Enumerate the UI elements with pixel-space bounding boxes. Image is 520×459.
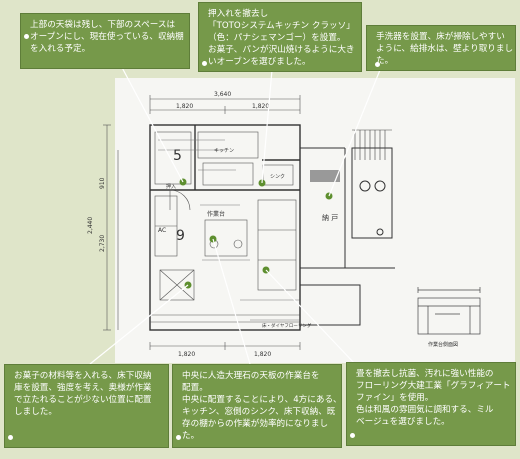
dim-total-width: 3,640 <box>214 91 231 98</box>
room-9: 9 <box>176 228 185 244</box>
callout-top-center: 押入れを撤去し 「TOTOシステムキッチン クラッソ」 （色：パナシェマンゴー）… <box>198 2 362 72</box>
callout-line: 存の棚からの作業が効率的になりまし <box>182 419 329 429</box>
plan-paper <box>115 78 515 363</box>
callout-line: ファイン」を使用。 <box>356 393 434 403</box>
label-elevation: 作業台側面図 <box>428 341 458 348</box>
right-plan <box>299 147 395 326</box>
callout-line: フローリング大建工業「グラフィアート <box>356 381 511 391</box>
bullet-dot <box>375 62 380 67</box>
dim-left-height-2: 2,730 <box>99 235 106 252</box>
callout-bottom-center: 中央に人造大理石の天板の作業台を 配置。 中央に配置することにより、4方にある、… <box>172 364 342 448</box>
callout-line: 上部の天袋は残し、下部のスペースは <box>30 20 176 30</box>
dimension-lines <box>103 95 301 350</box>
callout-line: た。 <box>376 56 394 66</box>
callout-line: で立たれることが少ない位置に配置 <box>14 395 152 405</box>
plan-walls <box>149 124 301 331</box>
callout-line: 中央に人造大理石の天板の作業台を <box>182 371 320 381</box>
callout-line: ベージュを選びました。 <box>356 417 450 427</box>
callout-line: お菓子の材料等を入れる、床下収納 <box>14 371 152 381</box>
callout-line: 庫を設置、強度を考え、奥様が作業 <box>14 383 152 393</box>
label-oshiire: 押入 <box>166 183 176 190</box>
bullet-dot <box>350 433 355 438</box>
callout-line: 色は和風の雰囲気に調和する、ミル <box>356 405 494 415</box>
callout-line: しました。 <box>14 407 57 417</box>
dim-left-height: 2,440 <box>87 217 94 234</box>
dim-bottom-right: 1,820 <box>254 351 271 358</box>
dim-bottom-left: 1,820 <box>178 351 195 358</box>
room-5: 5 <box>173 148 182 164</box>
callout-bottom-right: 畳を撤去し抗菌、汚れに強い性能の フローリング大建工業「グラフィアート ファイン… <box>346 362 516 446</box>
bullet-dot <box>176 435 181 440</box>
callout-line: 中央に配置することにより、4方にある、 <box>182 395 342 405</box>
callout-line: 畳を撤去し抗菌、汚れに強い性能の <box>356 369 494 379</box>
callout-top-left: 上部の天袋は残し、下部のスペースは オープンにし、現在使っている、収納棚 を入れ… <box>20 13 190 69</box>
plan-details <box>150 131 300 323</box>
label-workbench: 作業台 <box>207 210 225 218</box>
callout-top-right: 手洗器を設置、床が掃除しやすい ように、給排水は、壁より取りまし た。 <box>366 25 516 71</box>
label-kitchen: キッチン <box>214 148 234 154</box>
dim-right: 1,820 <box>252 103 269 110</box>
label-ac: AC <box>158 227 166 234</box>
callout-line: 押入れを撤去し <box>208 9 269 19</box>
label-floor: 床・ダイヤフローリング <box>262 322 312 329</box>
callout-line: キッチン、窓側のシンク、床下収納、既 <box>182 407 336 417</box>
callout-line: いオーブンを選びました。 <box>208 57 311 67</box>
bullet-dot <box>8 435 13 440</box>
callout-line: を入れる予定。 <box>30 44 91 54</box>
dim-left-top: 910 <box>99 177 106 189</box>
callout-line: た。 <box>182 431 200 441</box>
workbench-elevation <box>417 287 481 335</box>
shade-block <box>310 170 340 182</box>
leader-lines <box>158 139 300 321</box>
callout-line: ように、給排水は、壁より取りまし <box>376 44 514 54</box>
dim-left: 1,820 <box>176 103 193 110</box>
label-sink: シンク <box>270 174 285 180</box>
callout-line: 「TOTOシステムキッチン クラッソ」 <box>208 21 355 31</box>
callout-line: 配置。 <box>182 383 208 393</box>
bullet-dot <box>202 61 207 66</box>
callout-bottom-left: お菓子の材料等を入れる、床下収納 庫を設置、強度を考え、奥様が作業 で立たれるこ… <box>4 364 169 448</box>
callout-line: （色：パナシェマンゴー）を設置。 <box>208 33 346 43</box>
bullet-dot <box>24 34 29 39</box>
label-living: 納 戸 <box>322 213 338 222</box>
callout-line: 手洗器を設置、床が掃除しやすい <box>376 32 505 42</box>
callout-line: オープンにし、現在使っている、収納棚 <box>30 32 184 42</box>
window-hatch <box>352 129 392 160</box>
callout-line: お菓子、パンが沢山焼けるように大き <box>208 45 355 55</box>
